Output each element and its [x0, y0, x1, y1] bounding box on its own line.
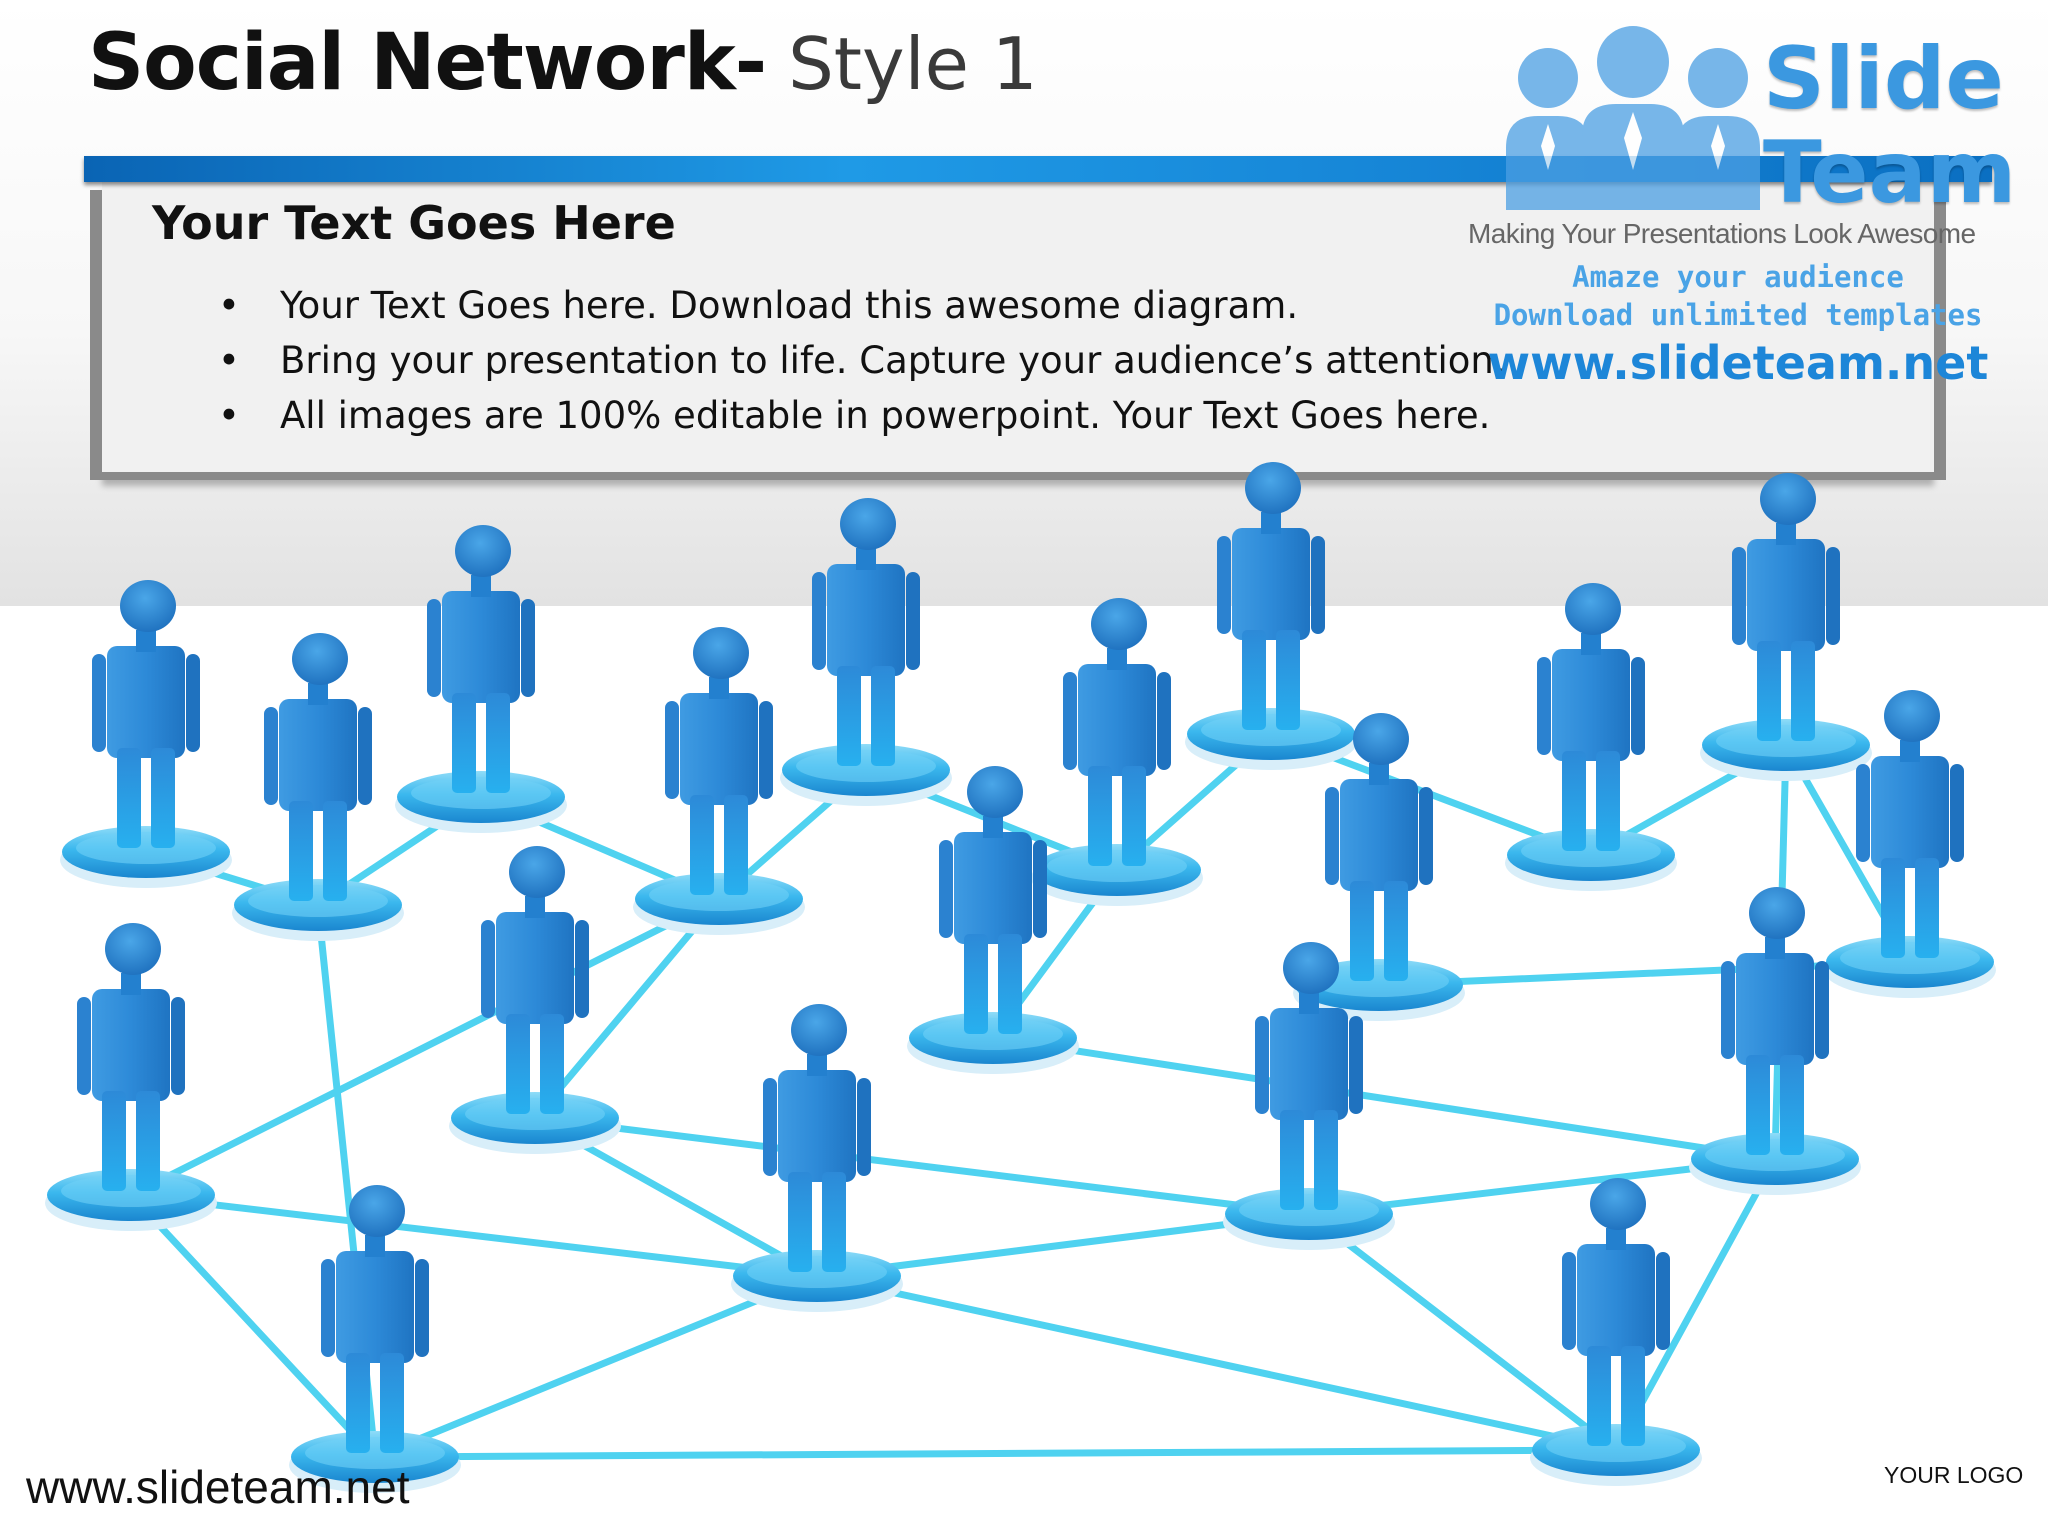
disc-highlight [1309, 965, 1449, 997]
person-icon [1732, 473, 1840, 741]
bullet-item: • All images are 100% editable in powerpo… [200, 394, 1506, 449]
network-link [989, 1034, 1779, 1163]
logo-placeholder: YOUR LOGO [1884, 1462, 2024, 1488]
bullet-dot: • [218, 339, 240, 382]
disc-highlight [1705, 1139, 1845, 1171]
person-icon [92, 580, 200, 848]
network-node [449, 846, 621, 1154]
person-icon [427, 525, 535, 793]
disc-highlight [796, 750, 936, 782]
disc-highlight [1201, 714, 1341, 746]
bullet-dot: • [218, 284, 240, 327]
disc-highlight [1546, 1430, 1686, 1462]
bullet-list: • Your Text Goes here. Download this awes… [200, 284, 1506, 449]
network-node [780, 498, 952, 806]
disc-highlight [76, 832, 216, 864]
brand-name-line1: Slide [1763, 29, 2004, 129]
brand-promo-1: Amaze your audience [1572, 260, 1904, 294]
network-node [731, 1004, 903, 1312]
disc-highlight [1840, 942, 1980, 974]
disc-highlight [1716, 725, 1856, 757]
bullet-item: • Your Text Goes here. Download this awes… [200, 284, 1506, 339]
disc-highlight [747, 1256, 887, 1288]
team-people-icon [1506, 26, 1760, 210]
disc-highlight [1521, 835, 1661, 867]
brand-promo-2: Download unlimited templates [1493, 298, 1983, 332]
network-node [633, 627, 805, 935]
network-link [531, 895, 723, 1122]
disc-highlight [61, 1175, 201, 1207]
person-icon [1217, 462, 1325, 730]
network-node [1223, 942, 1395, 1250]
network-link [371, 1446, 1620, 1461]
network-node [395, 525, 567, 833]
network-people [45, 462, 1996, 1493]
person-icon [763, 1004, 871, 1272]
network-node [1505, 583, 1677, 891]
network-link [531, 1114, 1313, 1218]
network-link [371, 1272, 821, 1461]
network-node [1530, 1178, 1702, 1486]
brand-watermark: Slide Team Making Your Presentations Loo… [1468, 20, 2028, 390]
network-node [45, 923, 217, 1231]
title-sub: Style 1 [788, 22, 1038, 106]
person-icon [77, 923, 185, 1191]
network-link [127, 895, 723, 1199]
text-box-heading: Your Text Goes Here [152, 196, 676, 250]
disc-highlight [923, 1018, 1063, 1050]
brand-name: Slide Team [1763, 32, 2016, 220]
network-link [127, 1191, 821, 1280]
disc-highlight [305, 1437, 445, 1469]
footer-url[interactable]: www.slideteam.net [26, 1461, 410, 1513]
network-link [813, 1272, 1620, 1454]
disc-highlight [1047, 850, 1187, 882]
disc-highlight [649, 879, 789, 911]
bullet-text: Bring your presentation to life. Capture… [280, 339, 1506, 382]
network-node [232, 633, 404, 941]
network-node [60, 580, 232, 888]
page-title: Social Network-Style 1 [88, 18, 1038, 108]
network-link [1305, 1210, 1620, 1454]
bullet-dot: • [218, 394, 240, 437]
network-node [1185, 462, 1357, 770]
bullet-item: • Bring your presentation to life. Captur… [200, 339, 1506, 394]
person-icon [1856, 690, 1964, 958]
network-node [1700, 473, 1872, 781]
disc-highlight [248, 885, 388, 917]
network-node [1031, 598, 1203, 906]
network-link [127, 1191, 379, 1461]
person-icon [812, 498, 920, 766]
person-icon [1063, 598, 1171, 866]
network-node [1689, 887, 1861, 1195]
network-node [289, 1185, 461, 1493]
brand-tagline: Making Your Presentations Look Awesome [1468, 218, 1976, 249]
person-icon [1562, 1178, 1670, 1446]
disc-highlight [465, 1098, 605, 1130]
disc-highlight [1239, 1194, 1379, 1226]
person-icon [665, 627, 773, 895]
text-box [102, 178, 1934, 472]
bullet-text: All images are 100% editable in powerpoi… [280, 394, 1491, 437]
person-icon [264, 633, 372, 901]
network-node [1824, 690, 1996, 998]
brand-url[interactable]: www.slideteam.net [1487, 336, 1989, 390]
bullet-text: Your Text Goes here. Download this aweso… [280, 284, 1299, 327]
brand-name-line2: Team [1763, 123, 2017, 223]
network-node [907, 766, 1079, 1074]
disc-highlight [411, 777, 551, 809]
title-main: Social Network- [88, 18, 767, 108]
person-icon [1537, 583, 1645, 851]
